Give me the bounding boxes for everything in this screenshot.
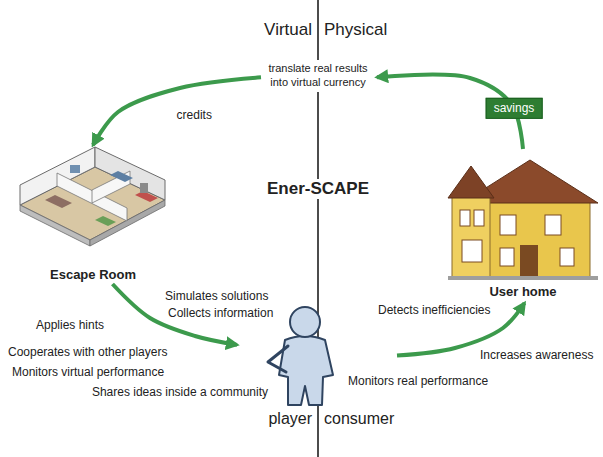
free-label: Cooperates with other players: [8, 345, 167, 359]
house-picture: [448, 160, 598, 280]
node-text: translate real results into virtual curr…: [262, 62, 374, 90]
node-text: User home: [448, 284, 598, 299]
free-label: Collects information: [168, 306, 273, 320]
free-label: Physical: [324, 20, 387, 40]
edge-label: credits: [175, 108, 214, 122]
flow-arrow: [93, 77, 261, 145]
user-home-node: User home: [448, 150, 598, 300]
free-label: Simulates solutions: [165, 289, 268, 303]
free-label: Monitors virtual performance: [12, 365, 164, 379]
node-text: player: [268, 410, 312, 428]
free-label: Virtual: [264, 20, 312, 40]
free-label: Ener-SCAPE: [263, 179, 373, 199]
result-box: translate real results into virtual curr…: [262, 60, 374, 92]
savings-box: savings: [486, 98, 543, 118]
free-label: Detects inefficiencies: [378, 303, 491, 317]
node-text: Escape Room: [18, 267, 168, 282]
escape-room-node: Escape Room: [18, 148, 168, 283]
person-figure: [268, 307, 333, 405]
escape-room-picture: [20, 147, 165, 246]
free-label: Shares ideas inside a community: [92, 385, 268, 399]
free-label: Monitors real performance: [348, 374, 488, 388]
free-label: Applies hints: [36, 318, 104, 332]
free-label: Increases awareness: [480, 348, 593, 362]
node-text: consumer: [324, 410, 394, 428]
